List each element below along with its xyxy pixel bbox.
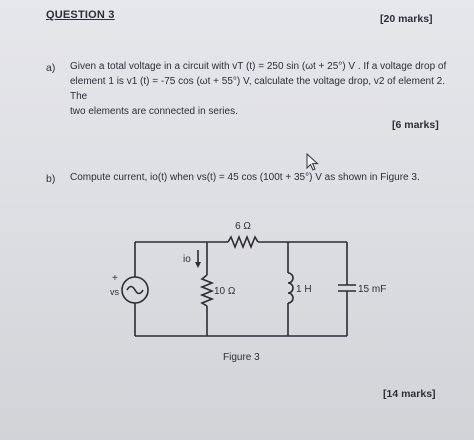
resistor-10-ohm: [199, 274, 215, 307]
source-plus-sign: +: [112, 273, 118, 284]
part-a-line-3: two elements are connected in series.: [70, 106, 238, 117]
mouse-cursor-icon: [306, 153, 319, 171]
question-title: QUESTION 3: [46, 9, 115, 21]
total-marks: [20 marks]: [380, 13, 433, 25]
part-b-marks: [14 marks]: [383, 388, 436, 400]
part-a-marks: [6 marks]: [392, 119, 439, 131]
part-a-line-1: Given a total voltage in a circuit with …: [70, 61, 447, 72]
figure-caption: Figure 3: [223, 352, 260, 363]
part-b-text: Compute current, io(t) when vs(t) = 45 c…: [70, 172, 420, 183]
current-arrow-head-icon: [195, 262, 201, 268]
inductor-label: 1 H: [296, 284, 312, 295]
part-a-text: Given a total voltage in a circuit with …: [70, 59, 450, 119]
source-label: vs: [110, 287, 120, 297]
capacitor-label: 15 mF: [358, 284, 386, 295]
resistor-10-ohm-label: 10 Ω: [214, 286, 236, 297]
part-a-label: a): [46, 62, 56, 74]
source-sine-icon: [126, 285, 144, 295]
part-a-line-2: element 1 is v1 (t) = -75 cos (ωt + 55°)…: [70, 76, 445, 102]
current-label: io: [183, 254, 191, 265]
resistor-6-ohm: [227, 234, 259, 250]
resistor-6-ohm-label: 6 Ω: [235, 221, 251, 232]
inductor-1H: [287, 272, 294, 304]
part-b-label: b): [46, 173, 56, 185]
